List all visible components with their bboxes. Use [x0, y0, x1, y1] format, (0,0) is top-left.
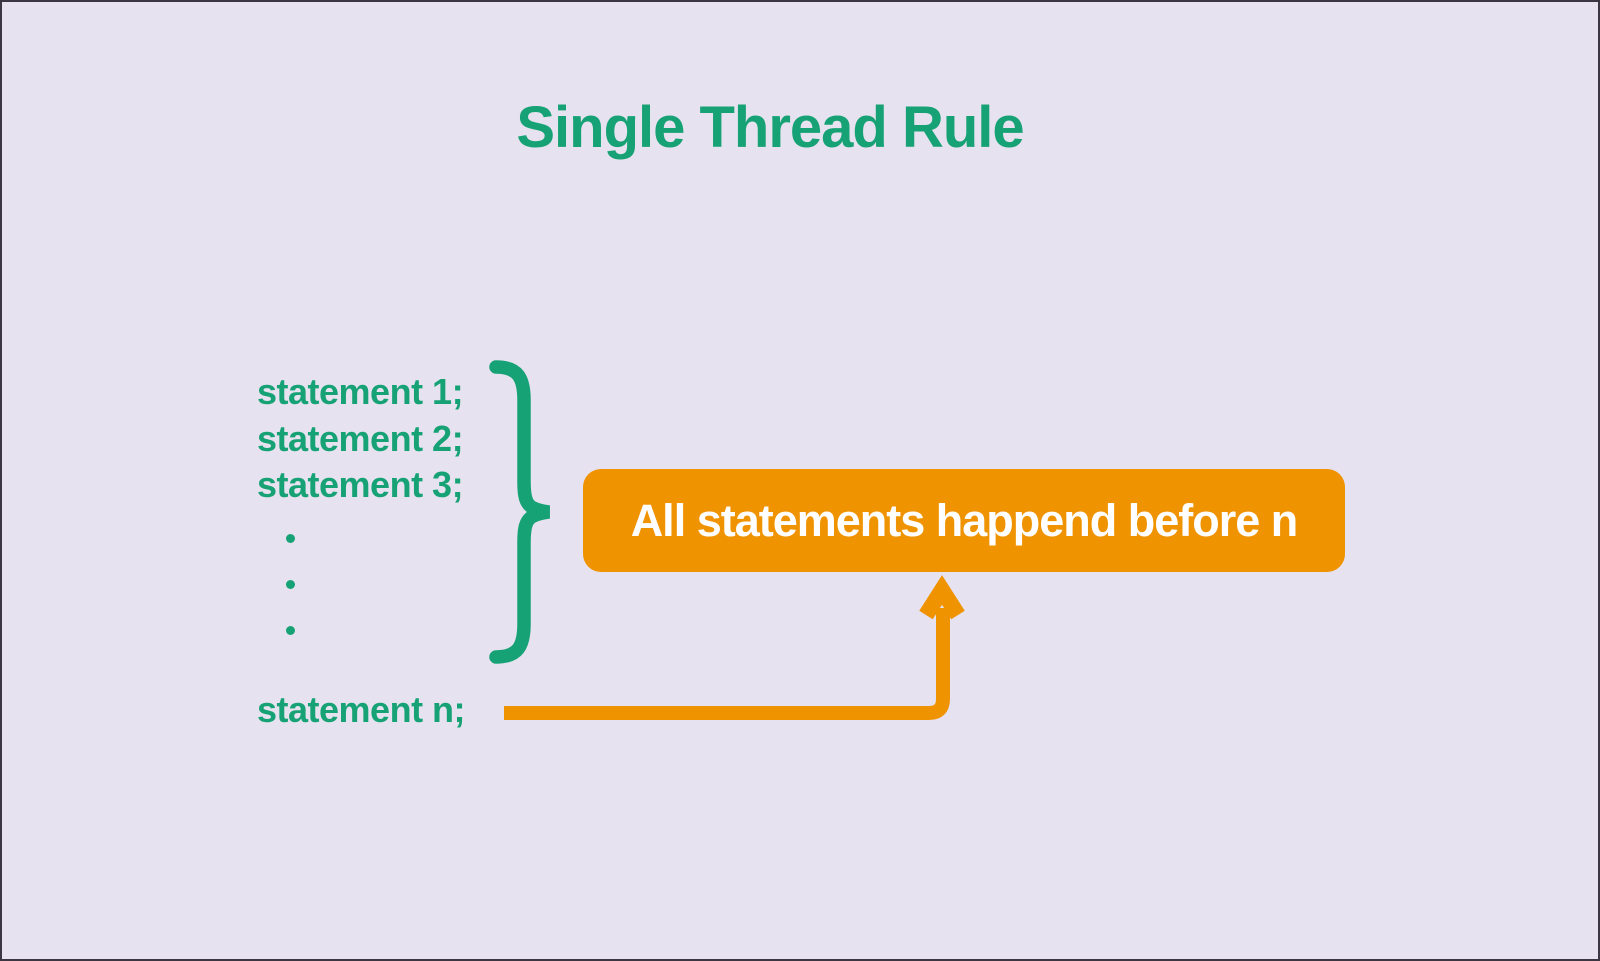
arrow-head-path: [919, 575, 965, 620]
statement-line-2: statement 2;: [257, 418, 464, 459]
callout-label: All statements happend before n: [630, 494, 1299, 546]
page-title: Single Thread Rule: [516, 95, 1024, 160]
elbow-arrow-up-icon: [504, 575, 965, 720]
statement-line-n: statement n;: [257, 689, 466, 730]
curly-brace-right-icon: [489, 360, 551, 664]
curly-brace-path: [489, 360, 551, 664]
arrow-elbow-path: [504, 608, 950, 720]
ellipsis-dot: [286, 534, 295, 543]
ellipsis-dot: [286, 626, 295, 635]
statement-line-3: statement 3;: [257, 464, 464, 505]
statement-line-1: statement 1;: [257, 371, 464, 412]
callout-box: All statements happend before n: [583, 469, 1345, 572]
ellipsis-dot: [286, 580, 295, 589]
